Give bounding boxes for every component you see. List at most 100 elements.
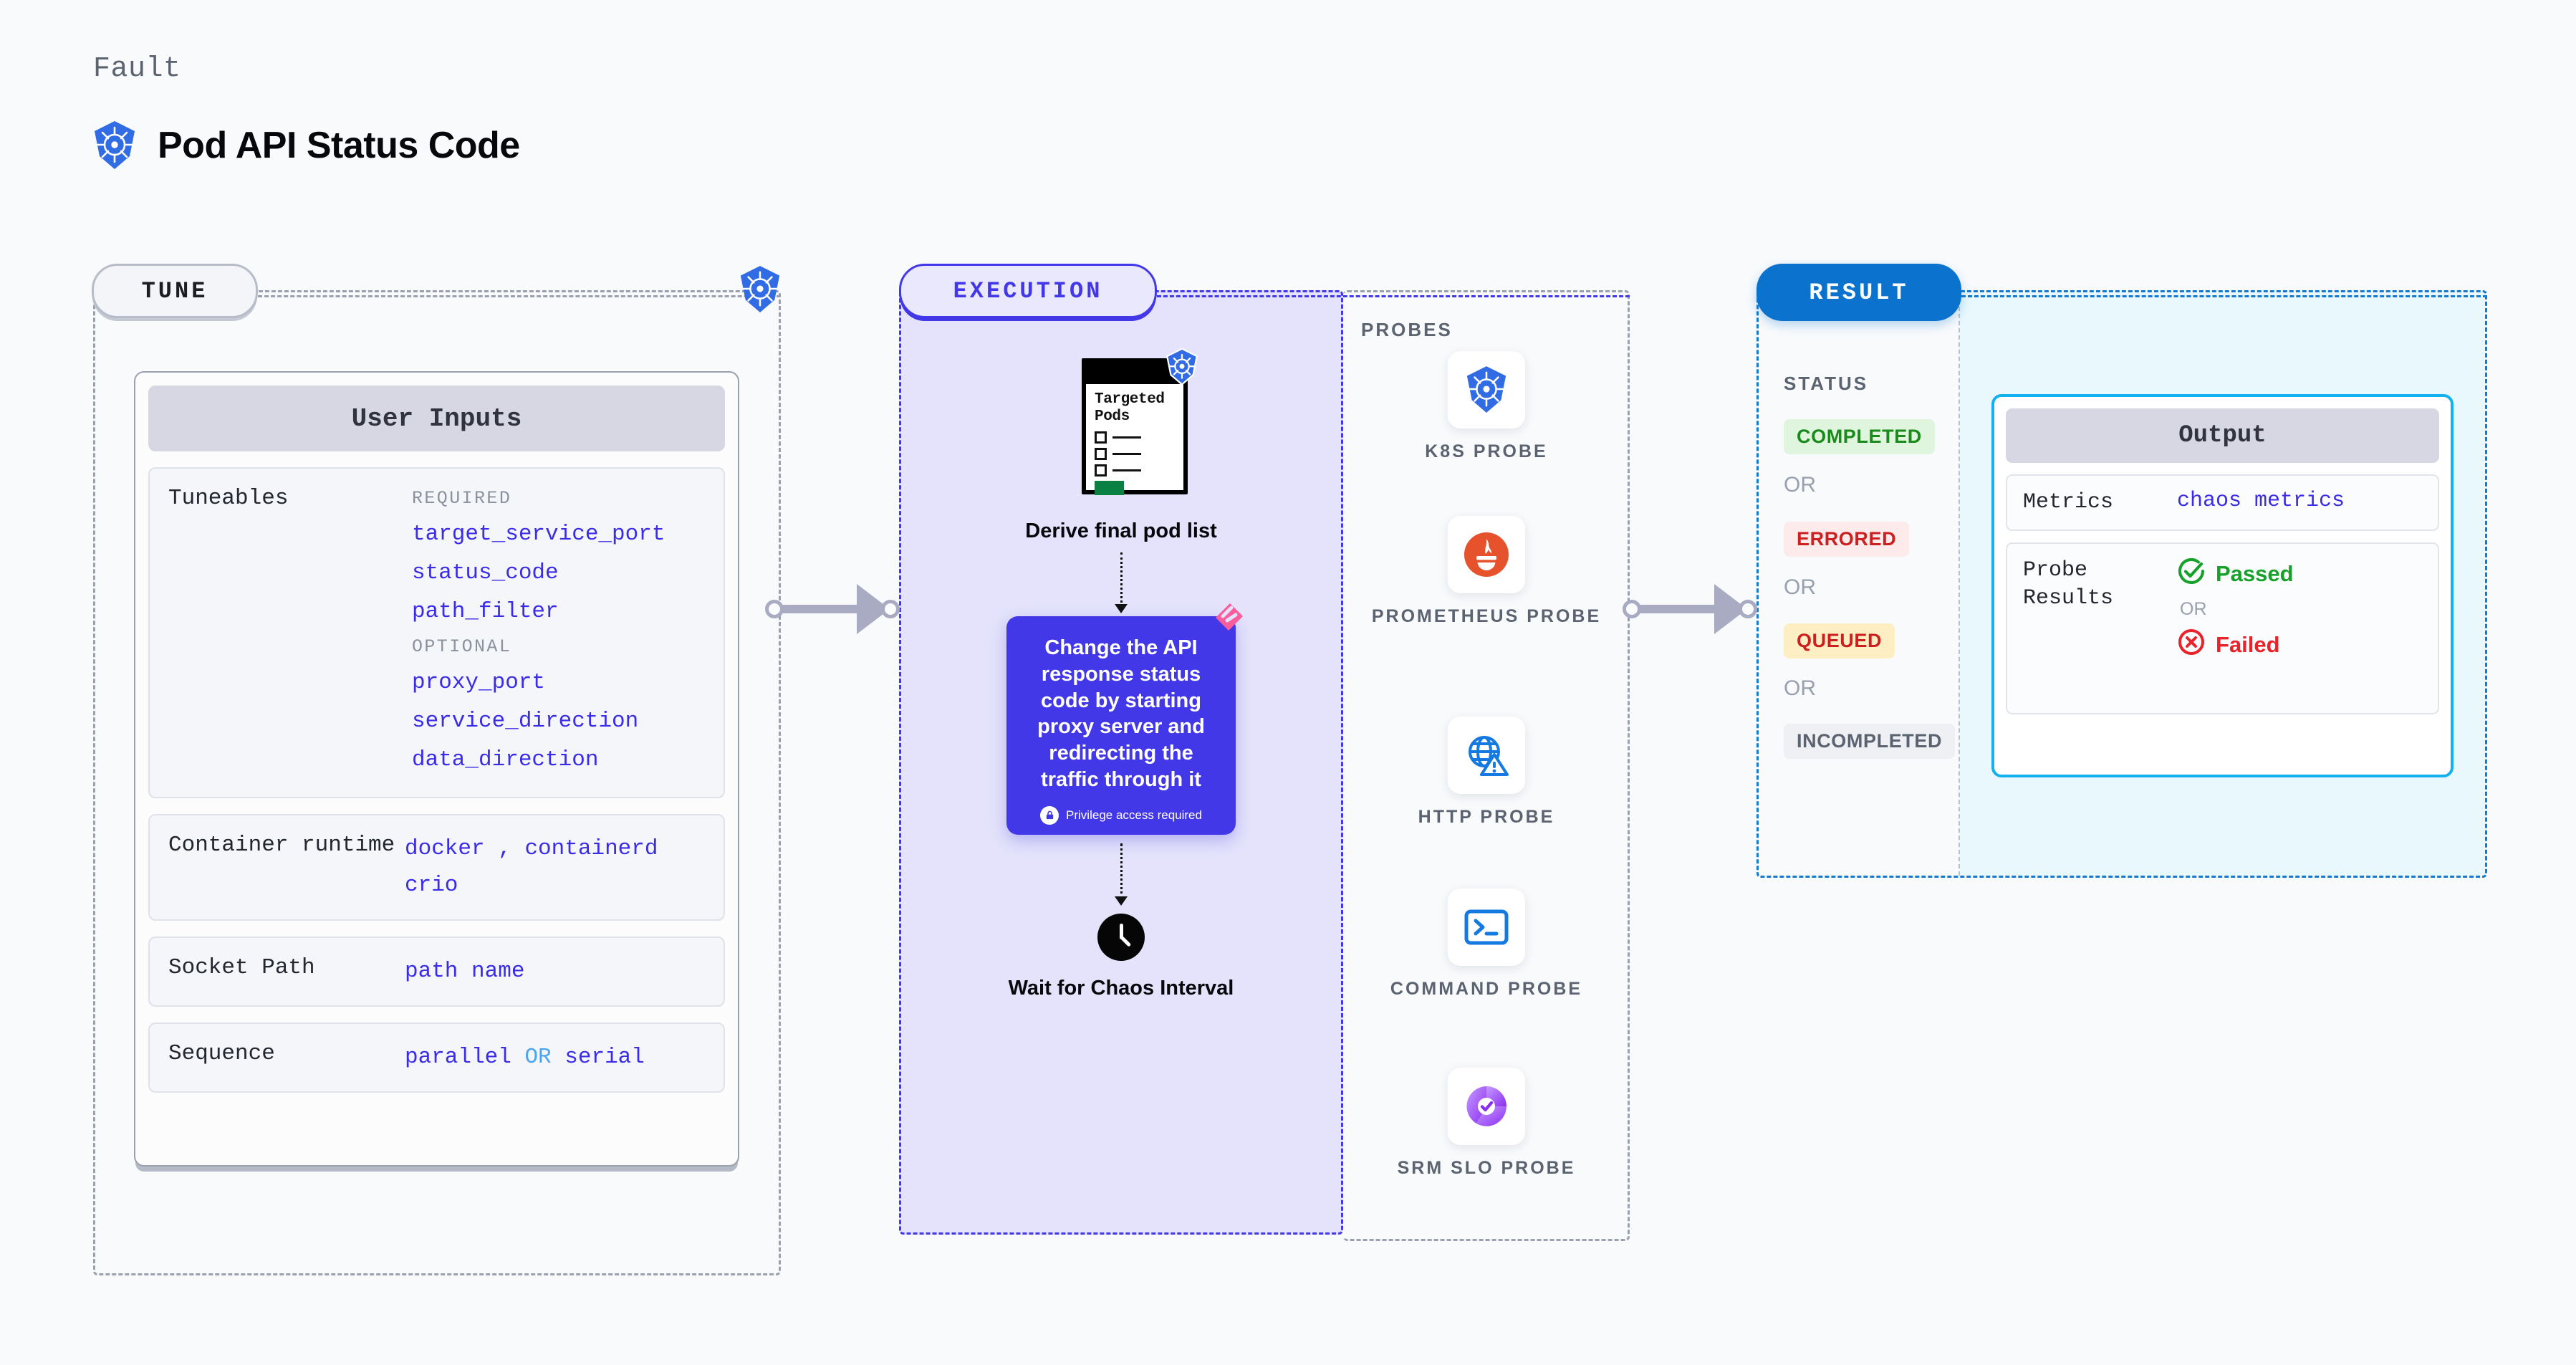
- status-badge-queued: QUEUED: [1784, 623, 1895, 658]
- status-or-label: OR: [1784, 473, 1816, 497]
- tuneable-target-service-port[interactable]: target_service_port: [412, 521, 665, 547]
- sequence-or: OR: [524, 1044, 552, 1070]
- confirm-bar: [1095, 481, 1124, 496]
- targeted-pods-card: Targeted Pods: [1082, 348, 1198, 496]
- required-label: REQUIRED: [412, 488, 512, 509]
- metrics-value[interactable]: chaos metrics: [2177, 489, 2345, 513]
- check-circle-icon: [2177, 557, 2206, 591]
- tab-tune[interactable]: TUNE: [92, 264, 258, 318]
- kubernetes-icon: [92, 120, 138, 171]
- tuneable-proxy-port[interactable]: proxy_port: [412, 669, 546, 695]
- status-or-label: OR: [1784, 575, 1816, 599]
- flow-line: [1120, 843, 1123, 899]
- sequence-label: Sequence: [168, 1040, 275, 1066]
- socket-path-value[interactable]: path name: [405, 958, 525, 984]
- step-caption-wait-interval: Wait for Chaos Interval: [1008, 977, 1234, 1000]
- sequence-row: Sequence parallel OR serial: [148, 1022, 725, 1093]
- status-or-label: OR: [1784, 676, 1816, 700]
- flow-arrow-icon: [1115, 896, 1128, 906]
- pod-list: [1095, 431, 1178, 477]
- srm-slo-icon: [1448, 1068, 1525, 1145]
- probes-title: PROBES: [1361, 319, 1453, 340]
- user-inputs-title: User Inputs: [148, 385, 725, 451]
- placeholder-line: [1112, 469, 1141, 472]
- runtime-containerd[interactable]: containerd: [524, 836, 658, 862]
- connector-tune-to-execution: [765, 584, 908, 634]
- terminal-icon: [1448, 889, 1525, 966]
- tuneables-label: Tuneables: [168, 486, 289, 511]
- page-title: Pod API Status Code: [158, 125, 520, 166]
- list-item: [1095, 431, 1178, 444]
- litmus-ribbon-icon: [1210, 599, 1249, 641]
- prometheus-icon: [1448, 516, 1525, 593]
- sequence-parallel[interactable]: parallel: [405, 1044, 511, 1070]
- result-panel-border: [1756, 290, 2487, 878]
- privilege-note: Privilege access required: [1022, 805, 1220, 825]
- privilege-note-text: Privilege access required: [1066, 808, 1202, 822]
- output-title: Output: [2006, 408, 2439, 463]
- placeholder-line: [1112, 453, 1141, 456]
- execution-tab-connector: [1157, 295, 1630, 297]
- probe-result-failed: Failed: [2177, 628, 2294, 662]
- passed-label: Passed: [2216, 561, 2294, 586]
- probe-srm-slo[interactable]: SRM SLO PROBE: [1343, 1068, 1630, 1180]
- probe-label: COMMAND PROBE: [1390, 979, 1583, 999]
- failed-label: Failed: [2216, 632, 2280, 657]
- probe-result-or: OR: [2180, 599, 2207, 619]
- probe-result-passed: Passed: [2177, 557, 2294, 591]
- clock-icon: [1097, 914, 1145, 961]
- probe-command[interactable]: COMMAND PROBE: [1343, 889, 1630, 1001]
- status-badge-incompleted: INCOMPLETED: [1784, 724, 1956, 759]
- tune-tab-connector: [258, 295, 781, 297]
- status-badge-completed: COMPLETED: [1784, 419, 1935, 454]
- runtime-separator: ,: [498, 836, 511, 862]
- output-card: Output Metrics chaos metrics Probe Resul…: [1991, 394, 2454, 777]
- tuneable-service-direction[interactable]: service_direction: [412, 708, 639, 734]
- tune-panel-border: [93, 290, 781, 1275]
- runtime-docker[interactable]: docker: [405, 836, 485, 862]
- flow-line: [1120, 552, 1123, 607]
- kubernetes-icon: [1448, 351, 1525, 428]
- tuneable-status-code[interactable]: status_code: [412, 560, 559, 585]
- page-header: Pod API Status Code: [92, 120, 520, 171]
- container-runtime-label: Container runtime: [168, 833, 395, 858]
- chaos-action-text: Change the API response status code by s…: [1037, 636, 1205, 792]
- probe-label: K8S PROBE: [1425, 441, 1548, 461]
- container-runtime-row: Container runtime docker , containerd cr…: [148, 814, 725, 921]
- socket-path-label: Socket Path: [168, 954, 315, 980]
- metrics-row: Metrics chaos metrics: [2006, 474, 2439, 531]
- kubernetes-icon: [1165, 348, 1199, 389]
- globe-warning-icon: [1448, 717, 1525, 794]
- targeted-pods-title: Targeted Pods: [1095, 391, 1165, 425]
- tab-result[interactable]: RESULT: [1756, 264, 1961, 321]
- chaos-action-card: Change the API response status code by s…: [1006, 603, 1243, 835]
- card-titlebar: [1086, 363, 1183, 384]
- status-title: STATUS: [1784, 373, 1869, 394]
- probe-k8s[interactable]: K8S PROBE: [1343, 351, 1630, 464]
- probe-results-row: Probe Results Passed OR: [2006, 542, 2439, 714]
- result-panel-divider: [1959, 292, 1960, 876]
- tuneable-path-filter[interactable]: path_filter: [412, 598, 559, 624]
- runtime-crio[interactable]: crio: [405, 872, 458, 898]
- probe-http[interactable]: HTTP PROBE: [1343, 717, 1630, 829]
- tuneable-data-direction[interactable]: data_direction: [412, 747, 599, 773]
- checkbox-icon: [1095, 464, 1107, 477]
- socket-path-row: Socket Path path name: [148, 936, 725, 1007]
- probe-prometheus[interactable]: PROMETHEUS PROBE: [1343, 516, 1630, 628]
- x-circle-icon: [2177, 628, 2206, 662]
- metrics-label: Metrics: [2023, 490, 2114, 514]
- user-inputs-card: User Inputs Tuneables REQUIRED target_se…: [134, 371, 739, 1167]
- lock-icon: [1040, 805, 1059, 825]
- kubernetes-icon: [738, 265, 782, 317]
- probe-label: SRM SLO PROBE: [1397, 1158, 1576, 1178]
- status-badge-errored: ERRORED: [1784, 522, 1910, 557]
- placeholder-line: [1112, 436, 1141, 439]
- sequence-serial[interactable]: serial: [564, 1044, 645, 1070]
- execution-flow: Targeted Pods: [899, 290, 1343, 1235]
- tab-execution[interactable]: EXECUTION: [899, 264, 1157, 318]
- list-item: [1095, 464, 1178, 477]
- connector-execution-to-result: [1623, 584, 1766, 634]
- page-eyebrow: Fault: [93, 53, 181, 85]
- targeted-pods-step: Targeted Pods: [1082, 348, 1198, 496]
